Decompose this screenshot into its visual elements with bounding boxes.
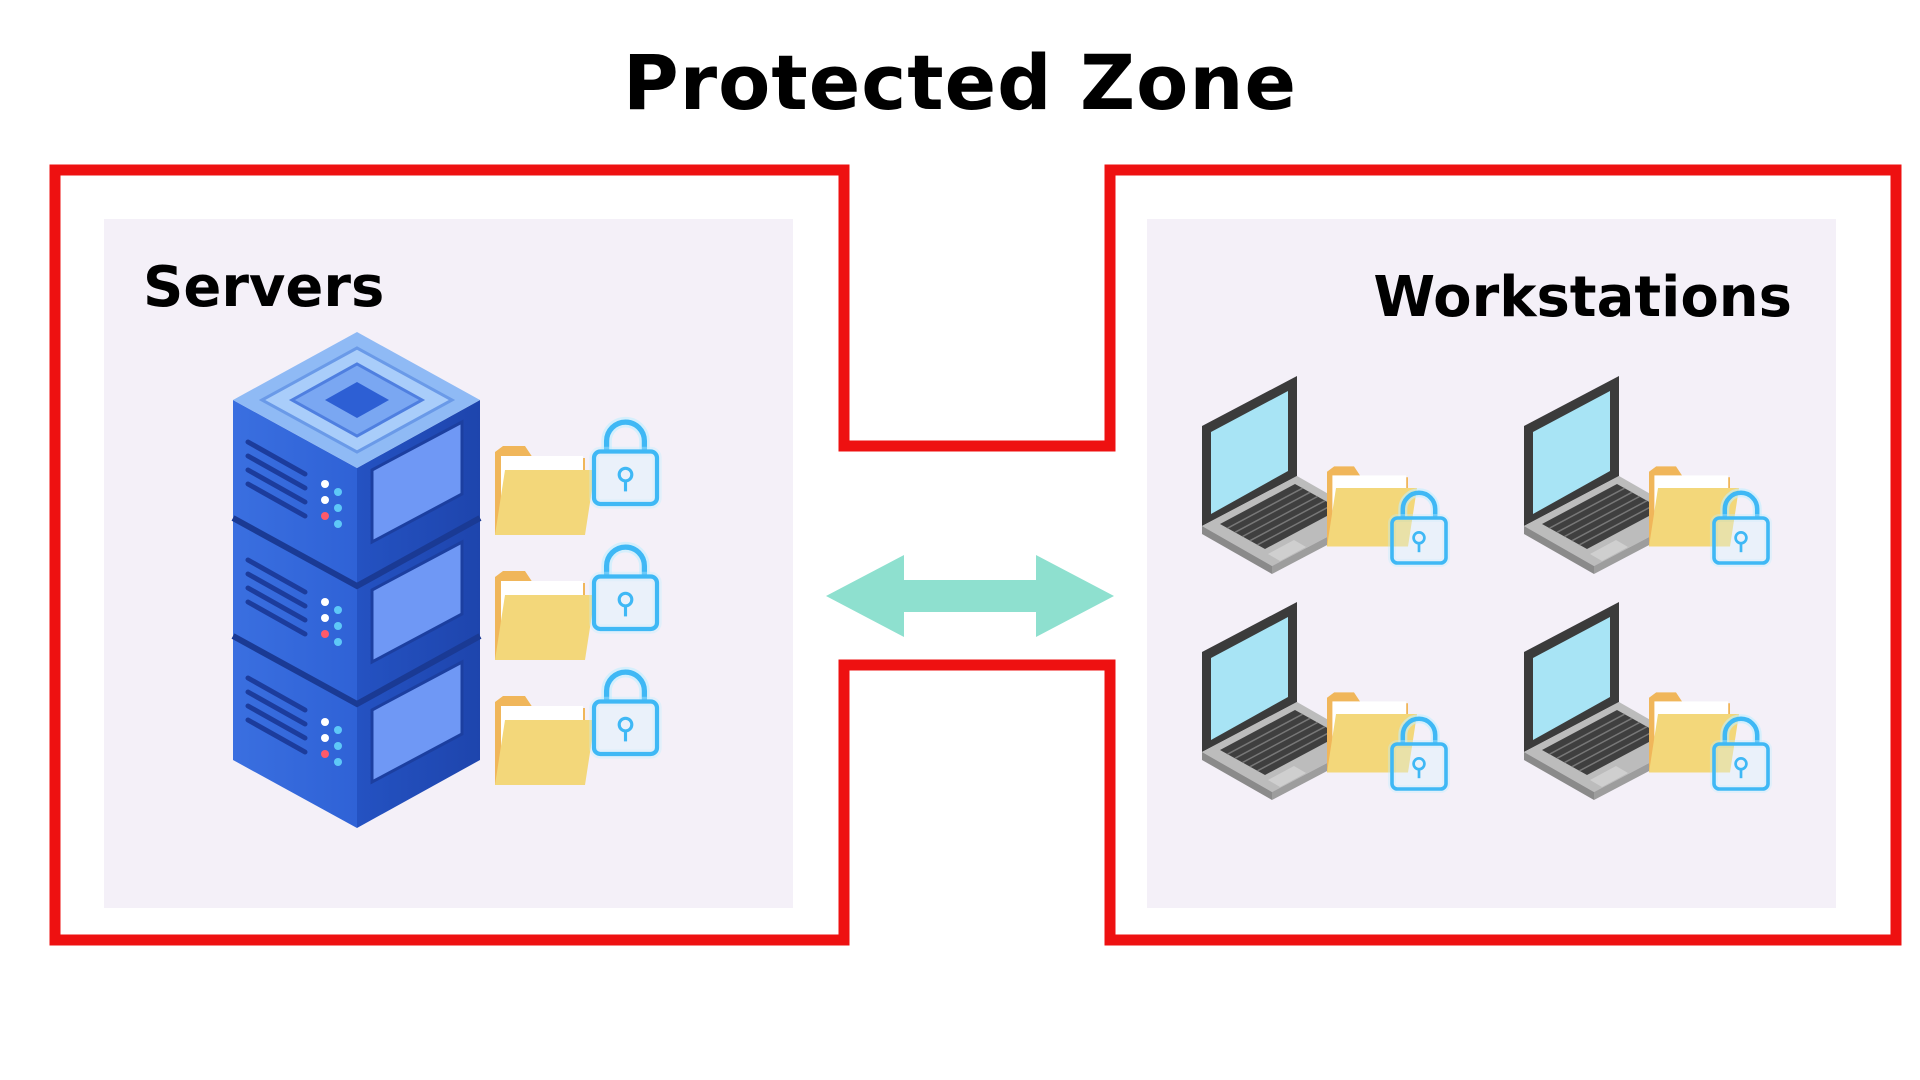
folder-icon (1649, 692, 1739, 773)
padlock-icon (589, 666, 662, 759)
laptop-icon (1202, 602, 1367, 800)
folder-icon (1649, 466, 1739, 547)
padlock-icon (1387, 488, 1451, 568)
padlock-icon (589, 541, 662, 634)
laptop-icon (1202, 376, 1367, 574)
padlock-icon (589, 416, 662, 509)
padlock-icon (1709, 714, 1773, 794)
workstations-label: Workstations (1373, 265, 1792, 330)
folder-icon (495, 571, 595, 660)
padlock-icon (1387, 714, 1451, 794)
folder-icon (1327, 466, 1417, 547)
padlock-icon (1709, 488, 1773, 568)
protected-zone-border (49, 164, 1902, 946)
folder-icon (1327, 692, 1417, 773)
folder-icon (495, 696, 595, 785)
laptop-icon (1524, 376, 1689, 574)
double-arrow-icon (826, 555, 1114, 637)
folder-icon (495, 446, 595, 535)
servers-label: Servers (143, 255, 385, 320)
server-unit (233, 518, 480, 704)
diagram-title: Protected Zone (622, 38, 1298, 127)
